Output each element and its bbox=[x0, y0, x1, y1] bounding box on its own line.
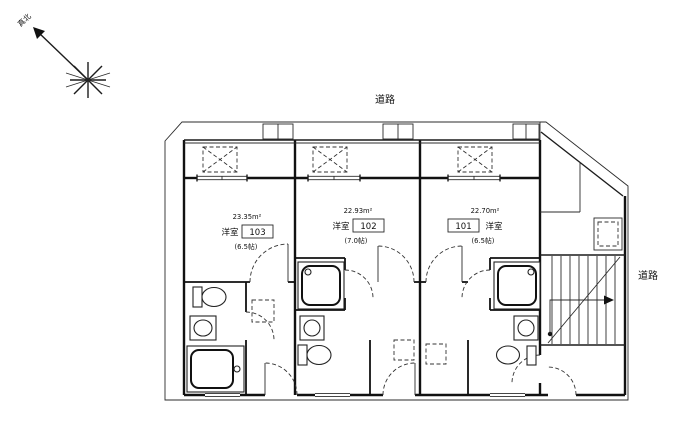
door-arc-101-room bbox=[425, 245, 463, 283]
unit-102-area: 22.93m² bbox=[344, 207, 373, 215]
road-label-right: 道路 bbox=[638, 269, 658, 282]
unit-103-area: 23.35m² bbox=[233, 213, 262, 221]
utility-box bbox=[262, 123, 294, 140]
unit-101-number: 101 bbox=[455, 222, 471, 232]
unit-103-number-box bbox=[241, 224, 274, 239]
unit-103-size: (6.5帖) bbox=[235, 242, 258, 251]
unit-103-room-type: 洋室 bbox=[221, 227, 239, 238]
building-walls bbox=[182, 122, 627, 397]
door-arc-103-entry bbox=[264, 362, 298, 396]
unit-103-label: 23.35m² 洋室 103 (6.5帖) bbox=[221, 213, 274, 251]
hatch-box-103 bbox=[202, 146, 238, 173]
windows bbox=[196, 174, 525, 398]
unit-101-size: (6.5帖) bbox=[472, 236, 495, 245]
bathtub-icon bbox=[186, 345, 245, 393]
unit-101-room-type: 洋室 bbox=[485, 221, 503, 232]
door-arc-102-room bbox=[377, 245, 415, 283]
true-north-label: 真北 bbox=[15, 11, 33, 29]
unit-102-number: 102 bbox=[360, 222, 376, 232]
hatch-box-101 bbox=[457, 146, 493, 173]
unit-102-label: 22.93m² 洋室 102 (7.0帖) bbox=[332, 207, 385, 245]
unit-103-number: 103 bbox=[249, 228, 265, 238]
road-label-top: 道路 bbox=[375, 93, 395, 106]
unit-102-room-type: 洋室 bbox=[332, 221, 350, 232]
door-arc-101-entry bbox=[511, 354, 541, 384]
window-unit-103 bbox=[196, 174, 248, 182]
survey-star-icon bbox=[65, 62, 111, 98]
toilet-icon bbox=[495, 345, 537, 366]
utility-boxes bbox=[262, 123, 540, 140]
stair-direction-arrow bbox=[547, 295, 614, 337]
unit-102-fixtures bbox=[297, 261, 415, 366]
window-unit-101 bbox=[447, 174, 501, 182]
bathtub-icon bbox=[297, 261, 345, 310]
toilet-icon bbox=[297, 344, 332, 366]
sink-icon bbox=[513, 315, 539, 341]
sink-icon bbox=[189, 315, 217, 341]
north-arrow: 真北 bbox=[15, 11, 111, 98]
meter-box bbox=[593, 217, 623, 251]
unit-103-fixtures bbox=[186, 286, 275, 393]
utility-box bbox=[512, 123, 540, 140]
bottom-windows bbox=[205, 392, 525, 398]
washer-space bbox=[393, 339, 415, 361]
sink-icon bbox=[299, 315, 325, 341]
door-arc-101-bath bbox=[461, 269, 491, 299]
unit-101-fixtures bbox=[425, 261, 541, 366]
balcony-hatch-boxes bbox=[202, 146, 493, 173]
north-arrowhead-icon bbox=[33, 27, 45, 39]
unit-101-label: 22.70m² 101 洋室 (6.5帖) bbox=[447, 207, 503, 245]
door-arc-102-bath bbox=[344, 269, 374, 299]
hatch-box-102 bbox=[312, 146, 348, 173]
unit-101-area: 22.70m² bbox=[471, 207, 500, 215]
door-arc-103-bath bbox=[245, 311, 275, 341]
property-boundary bbox=[164, 121, 629, 401]
toilet-icon bbox=[192, 286, 227, 308]
door-arc-corridor bbox=[547, 366, 577, 396]
unit-102-size: (7.0帖) bbox=[345, 236, 368, 245]
interior-partitions bbox=[184, 162, 581, 395]
stairs bbox=[540, 254, 625, 346]
bathtub-icon bbox=[493, 261, 541, 310]
door-arc-103-room bbox=[249, 243, 289, 283]
washer-space bbox=[425, 343, 447, 365]
door-arc-102-entry bbox=[382, 362, 416, 396]
unit-102-number-box bbox=[352, 218, 385, 233]
door-swings bbox=[245, 243, 577, 396]
unit-101-number-box bbox=[447, 218, 480, 233]
window-unit-102 bbox=[307, 174, 361, 182]
washer-space bbox=[251, 299, 275, 323]
utility-box bbox=[382, 123, 414, 140]
